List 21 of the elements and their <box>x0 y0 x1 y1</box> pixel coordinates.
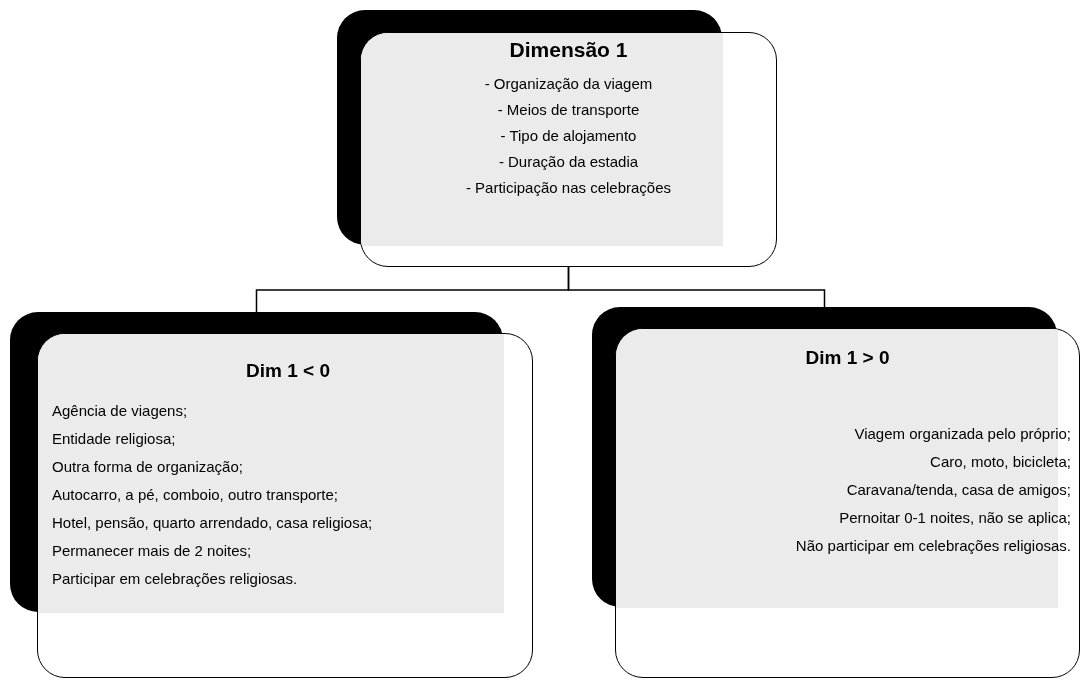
list-item: - Duração da estadia <box>497 152 640 171</box>
list-item: - Participação nas celebrações <box>464 178 673 197</box>
list-item: Pernoitar 0-1 noites, não se aplica; <box>838 508 1071 527</box>
list-item: Participar em celebrações religiosas. <box>52 569 299 588</box>
list-item: Hotel, pensão, quarto arrendado, casa religiosa; <box>52 513 374 532</box>
list-item: Agência de viagens; <box>52 401 189 420</box>
list-item: Permanecer mais de 2 noites; <box>52 541 253 560</box>
connector-line <box>567 266 826 308</box>
list-item: - Tipo de alojamento <box>499 126 638 145</box>
list-item: Viagem organizada pelo próprio; <box>853 424 1071 443</box>
list-item: - Organização da viagem <box>483 74 654 93</box>
box-title: Dim 1 > 0 <box>804 346 891 370</box>
box-title: Dimensão 1 <box>508 37 629 63</box>
list-item: Caro, moto, bicicleta; <box>929 452 1071 471</box>
list-item: Caravana/tenda, casa de amigos; <box>845 480 1071 499</box>
list-item: Não participar em celebrações religiosas. <box>794 536 1071 555</box>
list-item: Autocarro, a pé, comboio, outro transporte; <box>52 485 339 504</box>
box-title: Dim 1 < 0 <box>245 359 331 383</box>
list-item: Outra forma de organização; <box>52 457 244 476</box>
list-item: - Meios de transporte <box>496 100 641 119</box>
list-item: Entidade religiosa; <box>52 429 177 448</box>
